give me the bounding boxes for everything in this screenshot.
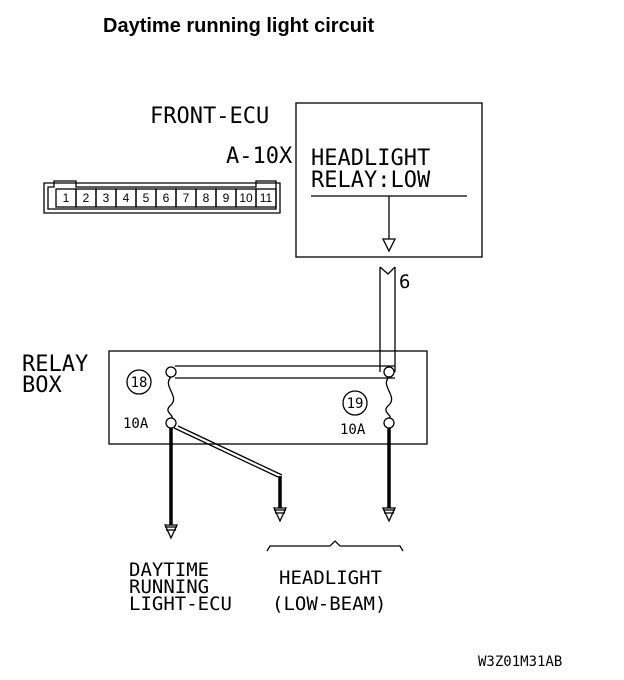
wire-pin-number: 6 — [399, 271, 410, 293]
fuse-18-rating: 10A — [123, 416, 149, 432]
relay-box-label-2: BOX — [22, 373, 62, 398]
front-ecu-label: FRONT-ECU — [150, 104, 269, 129]
connector-pin-number: 4 — [123, 191, 130, 205]
ecu-output-arrow — [381, 238, 397, 253]
wire-to-drl-ecu — [163, 428, 179, 540]
connector-pin-number: 1 — [63, 191, 70, 205]
connector-pin-number: 7 — [183, 191, 190, 205]
figure-code: W3Z01M31AB — [478, 654, 562, 670]
fuse-19-rating: 10A — [340, 422, 366, 438]
wire-to-headlight-branch — [173, 425, 288, 523]
fuse-18 — [165, 366, 177, 429]
connector-pin-number: 5 — [143, 191, 150, 205]
headlight-label-1: HEADLIGHT — [279, 567, 382, 589]
connector-pin-number: 6 — [163, 191, 170, 205]
diagram-title: Daytime running light circuit — [103, 15, 374, 37]
fuse-18-badge — [126, 369, 152, 395]
drl-label-1: DAYTIME — [129, 559, 209, 581]
front-ecu-box — [295, 102, 483, 258]
drl-label-2: RUNNING — [129, 576, 209, 598]
headlight-brace — [266, 540, 404, 552]
relay-box — [108, 350, 428, 445]
connector-pin-number: 10 — [239, 191, 253, 205]
connector-pin-number: 2 — [83, 191, 90, 205]
connector-code: A-10X — [226, 144, 293, 169]
connector-pin-cell — [255, 188, 277, 208]
relay-box-label-1: RELAY — [22, 352, 88, 377]
wire-to-headlight — [381, 428, 397, 523]
connector-pin-number: 9 — [223, 191, 230, 205]
ecu-relay-label: RELAY:LOW — [311, 168, 431, 193]
fuse-19-badge — [342, 390, 368, 416]
relay-bus — [175, 365, 395, 379]
connector-pin-number: 3 — [103, 191, 110, 205]
connector-pin-number: 8 — [203, 191, 210, 205]
ecu-to-relay-wire — [379, 266, 396, 372]
connector-pin-number: 11 — [260, 191, 273, 205]
fuse-19-number: 19 — [347, 396, 364, 412]
headlight-label-2: (LOW-BEAM) — [272, 593, 386, 615]
fuse-18-number: 18 — [131, 375, 148, 391]
fuse-19 — [383, 366, 395, 429]
ecu-headlight-label: HEADLIGHT — [311, 146, 430, 171]
drl-label-3: LIGHT-ECU — [129, 593, 232, 615]
